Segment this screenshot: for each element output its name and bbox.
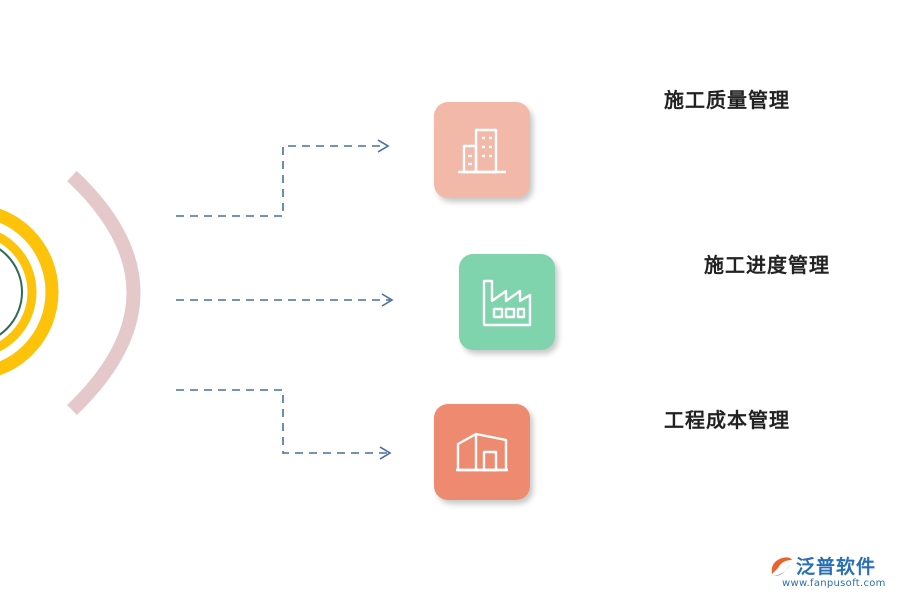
label-quality-management: 施工质量管理 — [664, 88, 790, 112]
factory-icon — [482, 279, 532, 327]
cost-tile — [434, 404, 530, 500]
logo-url: www.fanpusoft.com — [782, 578, 886, 589]
office-building-icon — [458, 128, 506, 174]
quality-tile — [434, 102, 530, 198]
fanpu-logo-mark-icon — [771, 557, 792, 576]
arrowhead-bottom — [379, 446, 392, 460]
arrowhead-middle — [381, 293, 394, 307]
progress-tile — [459, 254, 555, 350]
arrow-connector-bottom — [176, 389, 388, 454]
hub-circles — [0, 208, 59, 376]
pink-arc — [67, 170, 141, 416]
arrowhead-top — [377, 139, 390, 153]
warehouse-icon — [456, 432, 508, 472]
label-progress-management: 施工进度管理 — [704, 253, 830, 277]
logo-name: 泛普软件 — [796, 556, 877, 578]
label-cost-management: 工程成本管理 — [664, 408, 790, 432]
arrow-connector-top — [176, 145, 386, 217]
fanpu-logo: 泛普软件 www.fanpusoft.com — [768, 552, 892, 596]
